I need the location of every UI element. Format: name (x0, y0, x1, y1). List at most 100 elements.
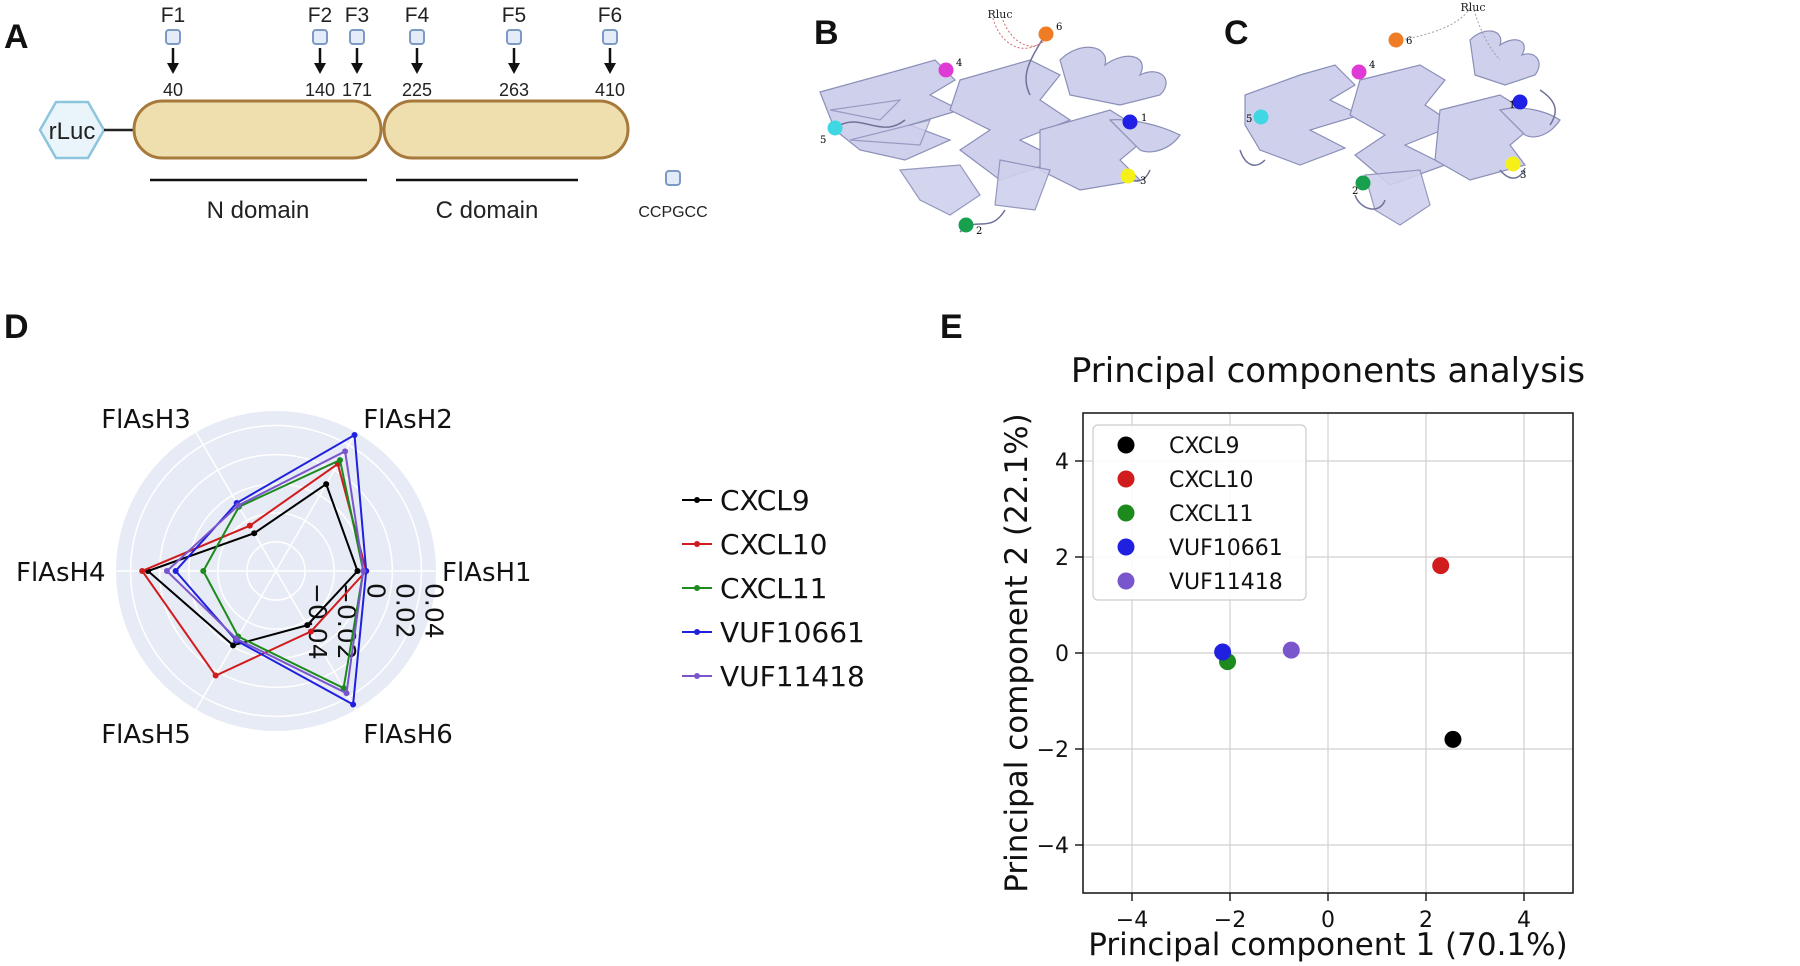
site-dot-b-2 (958, 217, 974, 233)
scatter-point-cxcl9 (1444, 730, 1462, 748)
radar-axis-label: FlAsH1 (442, 558, 532, 588)
radar-axis-label: FlAsH4 (16, 558, 106, 588)
radar-axis-label: FlAsH6 (363, 720, 453, 750)
scatter-legend-label-cxcl11: CXCL11 (1169, 502, 1253, 527)
legend-marker-cxcl11 (694, 585, 700, 591)
scatter-legend-marker-vuf11418 (1117, 572, 1135, 590)
scatter-legend-label-vuf10661: VUF10661 (1169, 536, 1283, 561)
radar-point-vuf11418 (342, 448, 349, 455)
radar-point-cxcl10 (212, 672, 219, 679)
radar-point-cxcl11 (340, 685, 347, 692)
radar-point-cxcl10 (307, 628, 314, 635)
site-dot-c-6 (1388, 32, 1404, 48)
site-position-f3: 171 (342, 80, 372, 100)
radar-point-vuf10661 (172, 568, 179, 574)
radar-tick-label: −0.04 (303, 583, 332, 660)
panel-e-letter: E (940, 308, 963, 346)
x-tick-label: −2 (1214, 908, 1246, 933)
radar-axis-label: FlAsH3 (101, 405, 191, 435)
tag-square-icon (602, 29, 618, 45)
site-dot-b-4 (938, 62, 954, 78)
y-tick-label: 4 (1055, 450, 1069, 475)
radar-point-cxcl10 (246, 522, 253, 529)
tag-square-icon (349, 29, 365, 45)
site-label-f6: F6 (598, 4, 623, 27)
panel-b: B Rluc 1 2 3 4 5 (814, 8, 1181, 237)
tag-square-icon (409, 29, 425, 45)
site-dot-c-1 (1512, 94, 1528, 110)
y-tick-label: −4 (1037, 834, 1069, 859)
site-label-f1: F1 (161, 4, 186, 27)
panel-a-letter: A (4, 18, 29, 56)
panel-c-letter: C (1224, 14, 1249, 52)
rluc-label-b: Rluc (987, 8, 1012, 21)
y-tick-label: −2 (1037, 738, 1069, 763)
scatter-legend-marker-cxcl11 (1117, 504, 1135, 522)
protein-ribbon-structure-b (819, 46, 1181, 216)
site-dot-c-4 (1351, 64, 1367, 80)
site-dot-b-3 (1120, 168, 1136, 184)
rluc-linker-lines-b (992, 17, 1049, 49)
legend-label-cxcl10: CXCL10 (720, 528, 827, 561)
x-tick-label: −4 (1116, 908, 1148, 933)
x-tick-label: 2 (1419, 908, 1433, 933)
radar-point-cxcl9 (323, 481, 330, 488)
site-num-c-6: 6 (1406, 36, 1412, 47)
rluc-label: rLuc (49, 118, 96, 145)
c-domain-label: C domain (436, 197, 539, 224)
site-num-c-4: 4 (1369, 60, 1375, 71)
legend-label-vuf11418: VUF11418 (720, 660, 865, 693)
radar-point-cxcl9 (354, 568, 361, 574)
site-label-f4: F4 (405, 4, 430, 27)
plot-frame (1082, 412, 1574, 894)
site-position-f6: 410 (595, 80, 625, 100)
scatter-point-vuf11418 (1282, 641, 1300, 659)
site-position-f2: 140 (305, 80, 335, 100)
scatter-legend-marker-cxcl9 (1117, 436, 1135, 454)
site-num-c-1: 1 (1509, 100, 1515, 111)
ccpgcc-label: CCPGCC (638, 204, 707, 221)
scatter-legend-marker-vuf10661 (1117, 538, 1135, 556)
scatter-legend-box (1092, 424, 1307, 601)
x-tick-label: 0 (1321, 908, 1335, 933)
site-num-b-2: 2 (976, 226, 982, 237)
tag-square-icon (165, 29, 181, 45)
c-domain-shape (382, 99, 630, 160)
arrow-down-icon (351, 63, 363, 74)
scatter-point-cxcl10 (1432, 557, 1450, 575)
chart-title: Principal components analysis (1071, 351, 1585, 391)
site-dot-c-3 (1505, 156, 1521, 172)
radar-point-cxcl9 (251, 530, 258, 537)
radar-tick-label: 0 (361, 583, 390, 599)
site-label-f2: F2 (308, 4, 333, 27)
site-num-c-2: 2 (1352, 186, 1358, 197)
radar-point-vuf11418 (163, 568, 170, 574)
legend-marker-cxcl10 (694, 541, 700, 547)
site-num-b-4: 4 (956, 58, 962, 69)
rluc-label-c: Rluc (1460, 1, 1485, 14)
radar-axis-label: FlAsH2 (363, 405, 453, 435)
radar-spoke (275, 432, 357, 572)
arrow-down-icon (508, 63, 520, 74)
legend-label-vuf10661: VUF10661 (720, 616, 865, 649)
site-position-f5: 263 (499, 80, 529, 100)
radar-tick-label: 0.02 (390, 583, 419, 639)
legend-marker-cxcl9 (694, 497, 700, 503)
radar-axis-label: FlAsH5 (101, 720, 191, 750)
site-position-f4: 225 (402, 80, 432, 100)
x-axis-label: Principal component 1 (70.1%) (1088, 927, 1567, 963)
radar-tick-label: 0.04 (419, 583, 448, 639)
site-dot-c-5 (1253, 109, 1269, 125)
site-num-b-1: 1 (1141, 113, 1147, 124)
y-axis-label: Principal component 2 (22.1%) (999, 413, 1035, 892)
site-num-b-6: 6 (1056, 22, 1062, 33)
legend-label-cxcl11: CXCL11 (720, 572, 827, 605)
radar-point-cxcl9 (230, 642, 237, 649)
arrow-down-icon (167, 63, 179, 74)
panel-d-letter: D (4, 308, 29, 346)
ccpgcc-tag-icon (665, 170, 681, 186)
